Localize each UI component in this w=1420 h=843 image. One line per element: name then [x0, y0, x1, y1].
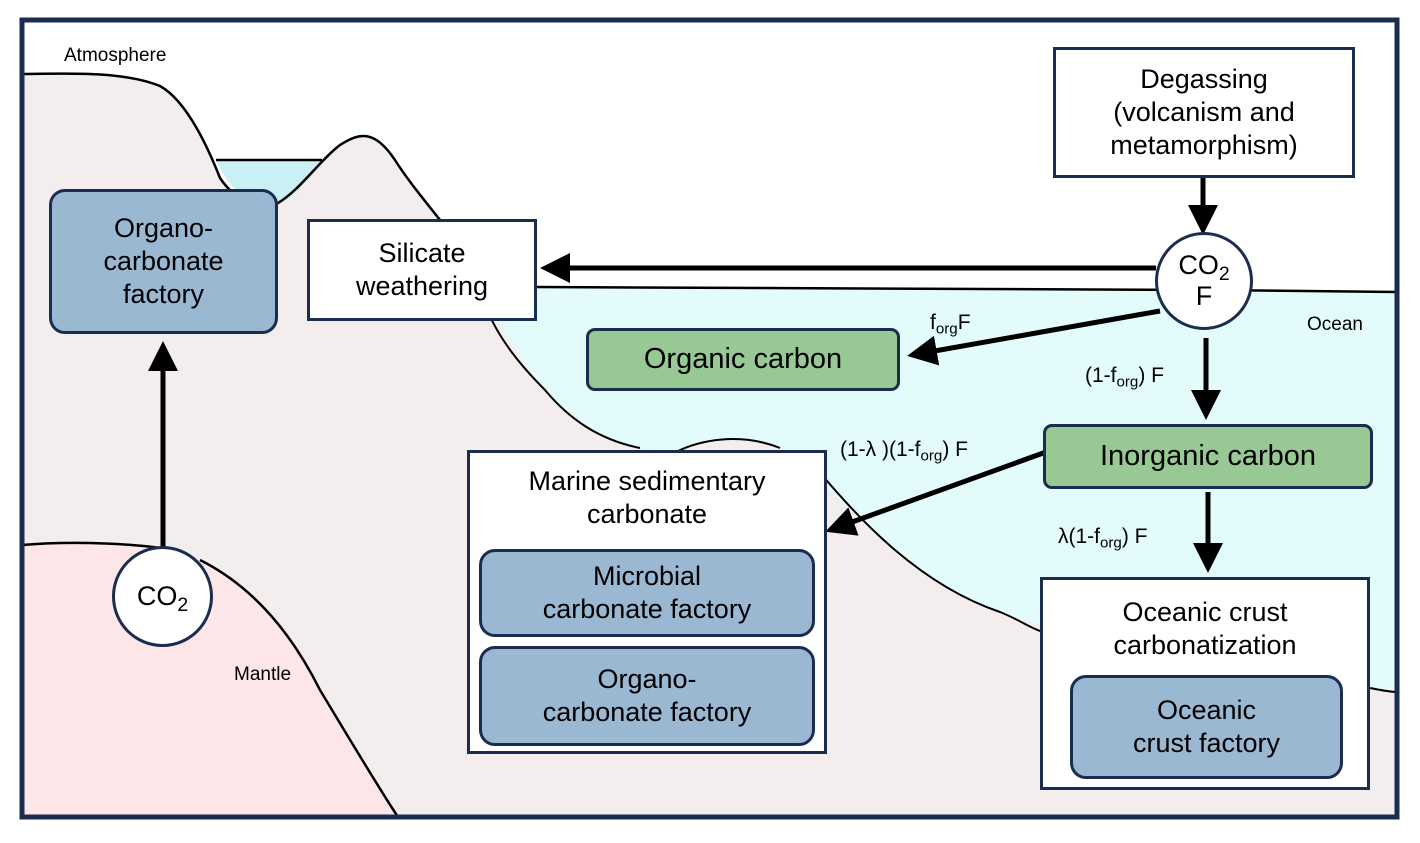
crust-title-line-2: carbonatization — [1113, 629, 1297, 660]
inorganic-carbon-box: Inorganic carbon — [1043, 424, 1373, 489]
co2-flux-node: CO2 F — [1155, 232, 1253, 330]
oceanic-crust-carbonatization-box: Oceanic crust carbonatization Oceanic cr… — [1040, 577, 1370, 790]
crust-factory-line-2: crust factory — [1132, 728, 1281, 758]
organic-carbon-box: Organic carbon — [586, 328, 900, 391]
organo-carbonate-factory-land: Organo- carbonate factory — [49, 189, 278, 334]
microbial-carbonate-factory-box: Microbial carbonate factory — [479, 549, 815, 637]
organo-land-line-2: carbonate — [103, 246, 224, 277]
silicate-weathering-box: Silicate weathering — [307, 219, 537, 321]
degassing-line-2: (volcanism and — [1113, 97, 1295, 128]
silicate-line-2: weathering — [355, 271, 489, 301]
flux-label-organic: forgF — [930, 311, 971, 338]
arrow-inorganic-to-marine — [825, 449, 1047, 536]
silicate-line-1: Silicate — [378, 238, 466, 269]
atmosphere-label: Atmosphere — [64, 45, 167, 66]
co2-formula: CO2 — [1178, 249, 1230, 285]
inorganic-carbon-label: Inorganic carbon — [1099, 439, 1317, 472]
flux-label-crust: λ(1-forg) F — [1058, 525, 1148, 552]
co2-flux-symbol: F — [1195, 281, 1213, 311]
mantle-co2-node: CO2 — [112, 546, 213, 647]
ocean-label: Ocean — [1307, 314, 1363, 335]
microbial-line-2: carbonate factory — [542, 594, 752, 624]
mantle-label: Mantle — [234, 664, 292, 685]
mantle-co2-formula: CO2 — [136, 580, 189, 616]
organo-land-line-1: Organo- — [113, 213, 214, 244]
marine-sedimentary-carbonate-box: Marine sedimentary carbonate Microbial c… — [467, 450, 827, 754]
marine-title-line-1: Marine sedimentary — [528, 466, 766, 496]
degassing-line-3: metamorphism) — [1110, 129, 1298, 160]
seafloor-line — [486, 309, 641, 449]
crust-title-line-1: Oceanic crust — [1122, 597, 1288, 627]
organo-land-line-3: factory — [122, 278, 205, 309]
flux-label-marine: (1-λ )(1-forg) F — [840, 438, 968, 465]
degassing-box: Degassing (volcanism and metamorphism) — [1053, 47, 1355, 178]
arrow-co2-to-organic — [907, 308, 1161, 366]
degassing-line-1: Degassing — [1140, 64, 1268, 95]
microbial-line-1: Microbial — [592, 561, 702, 592]
oceanic-crust-factory-box: Oceanic crust factory — [1070, 675, 1343, 779]
organo-marine-line-1: Organo- — [597, 664, 697, 695]
organo-marine-line-2: carbonate factory — [542, 697, 752, 727]
diagram-frame — [19, 17, 1400, 820]
organic-carbon-label: Organic carbon — [643, 342, 843, 375]
crust-factory-line-1: Oceanic — [1156, 695, 1257, 726]
land-surface-line — [21, 72, 489, 291]
marine-title-line-2: carbonate — [586, 498, 708, 529]
flux-label-inorganic: (1-forg) F — [1085, 364, 1164, 391]
seamount-line — [675, 438, 781, 453]
organo-carbonate-factory-marine-box: Organo- carbonate factory — [479, 646, 815, 746]
